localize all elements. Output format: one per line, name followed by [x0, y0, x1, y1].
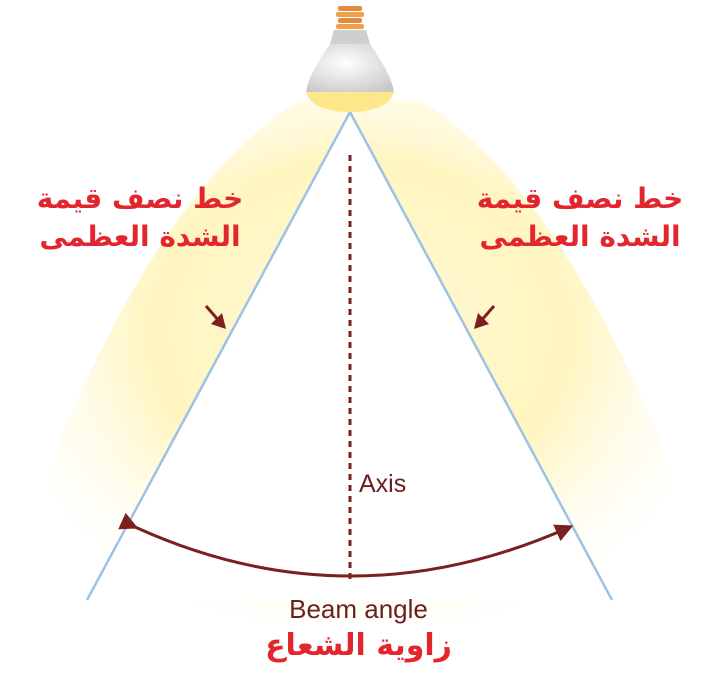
half-max-label-left: خط نصف قيمة الشدة العظمى — [22, 180, 258, 256]
half-max-label-right-line1: خط نصف قيمة — [476, 182, 684, 215]
axis-label: Axis — [359, 470, 407, 498]
half-max-label-right: خط نصف قيمة الشدة العظمى — [462, 180, 698, 256]
beam-angle-label-en: Beam angle — [289, 594, 428, 624]
half-max-label-left-line1: خط نصف قيمة — [36, 182, 244, 215]
beam-angle-arc — [118, 512, 574, 578]
beam-angle-label-ar: زاوية الشعاع — [265, 628, 452, 663]
light-bulb-icon — [306, 6, 394, 112]
pointer-arrow-left — [204, 305, 226, 329]
half-max-label-left-line2: الشدة العظمى — [39, 220, 241, 253]
half-max-label-right-line2: الشدة العظمى — [479, 220, 681, 253]
pointer-arrow-right — [474, 305, 496, 329]
